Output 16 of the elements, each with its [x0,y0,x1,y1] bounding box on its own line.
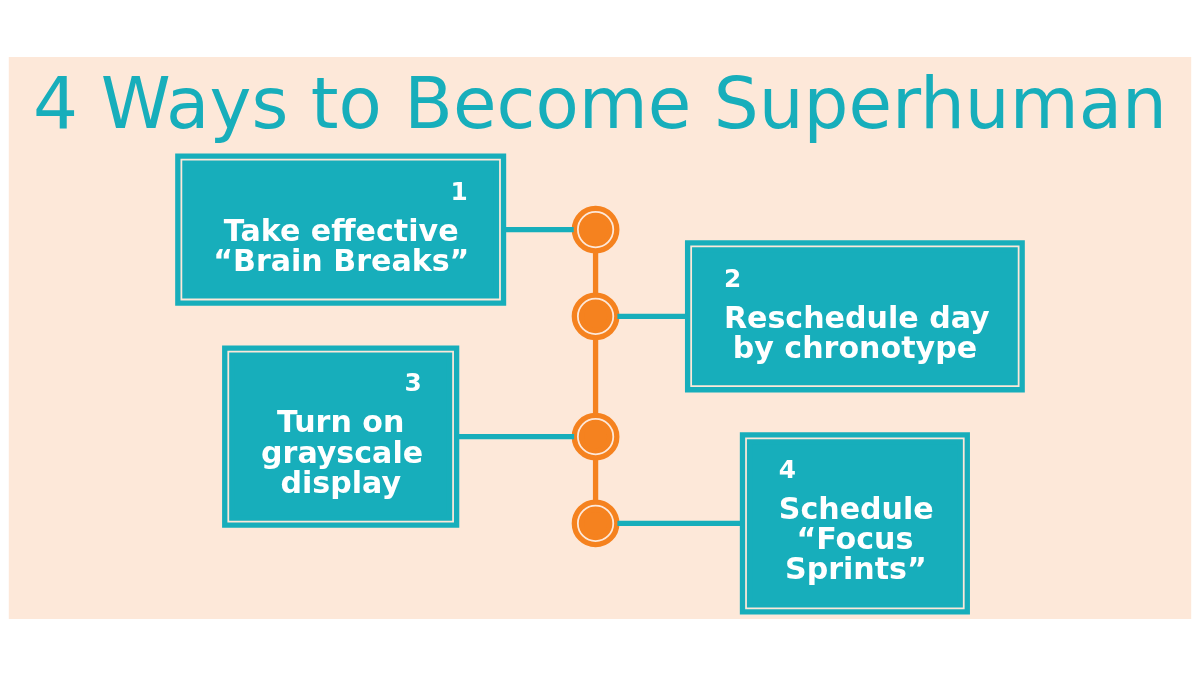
node-circle [571,499,620,547]
connector [617,313,688,319]
node-box: 3 Turn on grayscale display [222,345,460,528]
node-circle [571,205,620,253]
connector [592,457,599,502]
connector [503,226,574,232]
connector [592,337,599,415]
connector [457,433,575,439]
diagram-title: 4 Ways to Become Superhuman [33,61,1167,145]
node-box: 1 Take effective “Brain Breaks” [175,152,507,306]
connector [617,520,743,526]
node-box: 4 Schedule “Focus Sprints” [739,431,970,615]
node-circle [571,412,620,461]
node-box: 2 Reschedule day by chronotype [684,239,1025,392]
connector [592,250,599,295]
node-circle [571,291,620,340]
